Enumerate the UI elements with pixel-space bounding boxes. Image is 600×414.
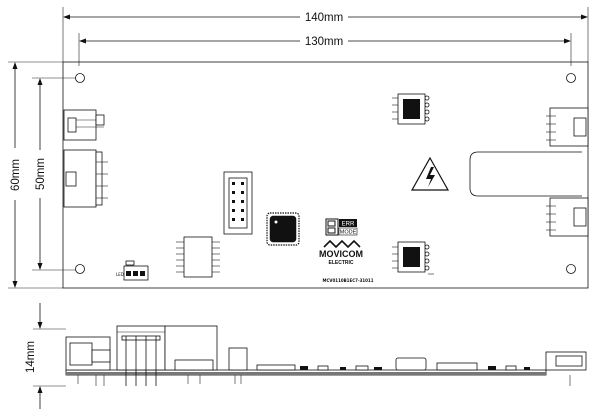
ic-qfp: [266, 212, 300, 246]
connector-right-bottom: [546, 197, 589, 237]
part-number-label: MCV0110B1EC7-31011: [322, 278, 373, 283]
dimension-140mm: 140mm: [62, 7, 589, 62]
side-pin-header: [116, 325, 166, 386]
dimension-130mm: 130mm: [78, 33, 572, 66]
pcb-outline: [62, 61, 589, 289]
ic-soic-left: [176, 236, 220, 278]
brand-name: MOVICOM: [319, 249, 363, 259]
high-voltage-warning-icon: [410, 156, 450, 191]
connector-left-large: [63, 149, 108, 208]
logo-err-text: ERR: [342, 222, 355, 228]
dim-label-60: 60mm: [10, 159, 22, 191]
logo-mode-text: MODE: [340, 230, 357, 236]
movicom-logo: MOVICOM ELECTRIC: [319, 239, 363, 266]
brand-sub: ELECTRIC: [329, 260, 354, 266]
mounting-hole-top-left: [75, 73, 85, 83]
mounting-hole-bottom-right: [566, 264, 576, 274]
ic-soic8-top: [392, 93, 430, 125]
dim-label-14: 14mm: [25, 341, 37, 373]
led-indicator-block: LED: [116, 260, 149, 281]
dimension-14mm: 14mm: [25, 303, 66, 409]
ic-soic8-bottom: [392, 241, 434, 275]
side-capacitor: [228, 347, 248, 384]
mounting-hole-top-right: [566, 73, 576, 83]
err-mode-logo: ERR MODE: [325, 218, 358, 236]
led-label: LED: [116, 272, 124, 277]
side-tall-block: [164, 325, 218, 384]
mounting-hole-bottom-left: [75, 264, 85, 274]
dim-label-140: 140mm: [305, 12, 343, 24]
connector-right-top: [546, 107, 589, 147]
pcb-side-shade: [66, 372, 546, 375]
board-slot: [469, 151, 582, 197]
dim-label-50: 50mm: [35, 158, 47, 190]
pin-header-2x5: [223, 171, 253, 235]
connector-left-small: [63, 109, 105, 141]
dim-label-130: 130mm: [305, 36, 343, 48]
side-connector-right: [545, 351, 587, 386]
dimension-50mm: 50mm: [32, 77, 80, 271]
dimension-60mm: 60mm: [8, 61, 63, 289]
side-connector-left: [65, 336, 111, 386]
side-smd-parts: [256, 357, 530, 371]
